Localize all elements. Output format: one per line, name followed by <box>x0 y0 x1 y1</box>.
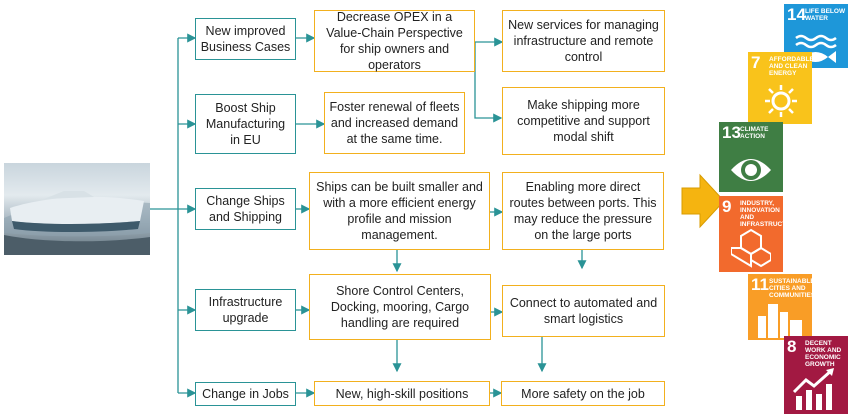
sdg-label: Industry, innovation and infrastructure <box>740 200 783 228</box>
cubes-icon <box>731 228 771 268</box>
driver-label: Infrastructure upgrade <box>208 295 283 325</box>
sdg-label: Climate action <box>740 126 769 140</box>
sdg-tile-8: 8 Decent work and economic growth <box>784 336 848 414</box>
sdg-label: Decent work and economic growth <box>805 340 842 368</box>
sdg-label: Affordable and clean energy <box>769 56 812 77</box>
driver-label: New improved Business Cases <box>200 24 291 54</box>
outcome-box-safety: More safety on the job <box>501 381 665 406</box>
city-icon <box>758 304 802 338</box>
sdg-number: 13 <box>722 123 741 142</box>
effect-box-smaller-ships: Ships can be built smaller and with a mo… <box>309 172 490 250</box>
driver-box-business-cases: New improved Business Cases <box>195 18 296 60</box>
sun-icon <box>765 85 797 117</box>
outcome-box-smart-logistics: Connect to automated and smart logistics <box>502 285 665 337</box>
effect-label: New, high-skill positions <box>335 386 469 401</box>
sdg-tile-11: 11 Sustainable cities and communities <box>748 274 812 340</box>
effect-label: Foster renewal of fleets and increased d… <box>329 100 460 146</box>
sdg-number: 7 <box>751 53 761 72</box>
sdg-number: 14 <box>787 5 806 24</box>
driver-label: Change in Jobs <box>202 387 289 401</box>
sdg-tile-7: 7 Affordable and clean energy <box>748 52 812 124</box>
outcome-label: Enabling more direct routes between port… <box>509 180 657 242</box>
outcome-box-competitive: Make shipping more competitive and suppo… <box>502 87 665 155</box>
effect-box-fleet-renewal: Foster renewal of fleets and increased d… <box>324 92 465 154</box>
chart-up-icon <box>792 368 834 410</box>
sdg-number: 11 <box>751 275 769 294</box>
sdg-label: Life below water <box>805 8 846 22</box>
sdg-tile-9: 9 Industry, innovation and infrastructur… <box>719 196 783 272</box>
big-arrow <box>681 173 725 229</box>
outcome-box-direct-routes: Enabling more direct routes between port… <box>502 172 664 250</box>
driver-box-infrastructure: Infrastructure upgrade <box>195 289 296 331</box>
outcome-label: More safety on the job <box>521 386 645 401</box>
sdg-number: 8 <box>787 337 797 356</box>
ship-image <box>4 163 150 255</box>
outcome-label: Connect to automated and smart logistics <box>509 296 658 326</box>
effect-box-shore-control: Shore Control Centers, Docking, mooring,… <box>309 274 491 340</box>
effect-box-high-skill: New, high-skill positions <box>314 381 490 406</box>
sdg-tile-14: 14 Life below water <box>784 4 848 68</box>
driver-label: Boost Ship Manufacturing in EU <box>205 101 286 147</box>
outcome-box-new-services: New services for managing infrastructure… <box>502 10 665 72</box>
driver-box-jobs: Change in Jobs <box>195 382 296 406</box>
sdg-tile-13: 13 Climate action <box>719 122 783 192</box>
sdg-number: 9 <box>722 197 732 216</box>
outcome-label: Make shipping more competitive and suppo… <box>517 98 650 144</box>
driver-box-change-ships: Change Ships and Shipping <box>195 188 296 230</box>
effect-label: Ships can be built smaller and with a mo… <box>316 180 483 242</box>
effect-label: Shore Control Centers, Docking, mooring,… <box>330 284 470 330</box>
sdg-label: Sustainable cities and communities <box>769 278 812 299</box>
effect-label: Decrease OPEX in a Value-Chain Perspecti… <box>326 10 463 72</box>
outcome-label: New services for managing infrastructure… <box>508 18 659 64</box>
eye-globe-icon <box>731 159 771 181</box>
driver-label: Change Ships and Shipping <box>206 194 285 224</box>
effect-box-opex: Decrease OPEX in a Value-Chain Perspecti… <box>314 10 475 72</box>
driver-box-ship-manufacturing: Boost Ship Manufacturing in EU <box>195 94 296 154</box>
